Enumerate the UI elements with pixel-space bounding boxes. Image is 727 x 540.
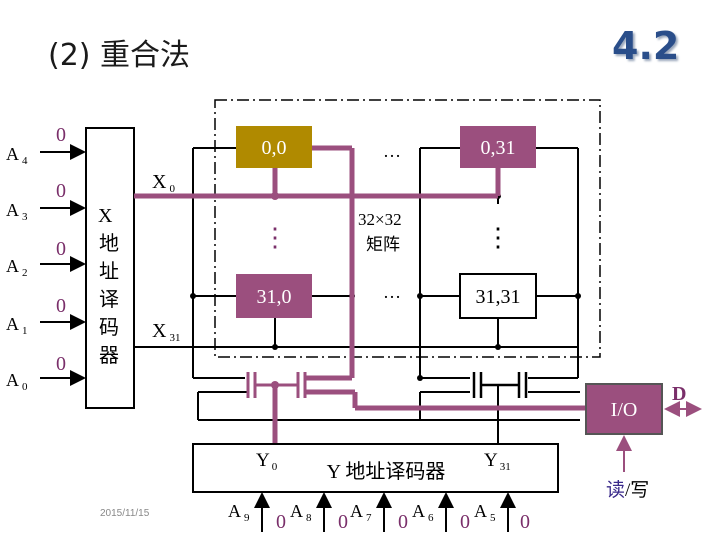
x-addr-value-a0: 0 bbox=[56, 353, 66, 375]
x-decoder-char-1: X bbox=[98, 205, 113, 227]
io-block bbox=[585, 383, 663, 435]
x-decoder-char-4: 译 bbox=[99, 288, 119, 311]
row-0-ellipsis: … bbox=[383, 141, 401, 161]
y-addr-value-a5: 0 bbox=[520, 511, 530, 533]
col-31-vdots: ⋮ bbox=[485, 223, 511, 252]
cell-0-0-label: 0,0 bbox=[262, 137, 287, 159]
row-31-ellipsis: … bbox=[383, 282, 401, 302]
section-badge: 4.2 bbox=[612, 24, 680, 68]
x-decoder-char-3: 址 bbox=[99, 260, 119, 283]
x-addr-value-a4: 0 bbox=[56, 124, 66, 146]
x-decoder-char-6: 器 bbox=[99, 345, 119, 367]
col-0-vdots: ⋮ bbox=[262, 223, 288, 252]
x-addr-value-a2: 0 bbox=[56, 238, 66, 260]
io-label: I/O bbox=[611, 399, 638, 421]
cell-0-31 bbox=[460, 126, 536, 168]
column-0-transistors bbox=[246, 372, 307, 398]
y-address-arrows bbox=[254, 492, 516, 532]
matrix-boundary bbox=[214, 99, 601, 358]
cell-0-0 bbox=[236, 126, 312, 168]
cell-31-31 bbox=[459, 273, 537, 319]
matrix-wiring bbox=[134, 147, 580, 444]
y-decoder-label: Y 地址译码器 bbox=[327, 460, 446, 483]
footer-date: 2015/11/15 bbox=[100, 508, 150, 519]
y-addr-value-a9: 0 bbox=[276, 511, 286, 533]
x-decoder-char-2: 地 bbox=[99, 232, 119, 255]
matrix-size-label: 32×32 bbox=[358, 210, 402, 229]
y-addr-value-a7: 0 bbox=[398, 511, 408, 533]
page-title: (2) 重合法 bbox=[48, 38, 191, 73]
cell-31-0-label: 31,0 bbox=[257, 286, 292, 308]
data-label: D bbox=[672, 383, 686, 405]
cell-31-31-label: 31,31 bbox=[476, 286, 521, 308]
column-31-transistors bbox=[472, 372, 528, 398]
y-addr-value-a8: 0 bbox=[338, 511, 348, 533]
rw-label: 读/写 bbox=[606, 479, 649, 501]
selected-path bbox=[134, 145, 586, 444]
y-decoder-box bbox=[192, 443, 559, 493]
x-decoder-box bbox=[85, 127, 135, 409]
cell-31-0 bbox=[236, 274, 312, 318]
y-addr-value-a6: 0 bbox=[460, 511, 470, 533]
x-addr-value-a3: 0 bbox=[56, 180, 66, 202]
x-addr-value-a1: 0 bbox=[56, 295, 66, 317]
cell-0-31-label: 0,31 bbox=[481, 137, 516, 159]
matrix-name-label: 矩阵 bbox=[366, 235, 400, 254]
x-address-arrows bbox=[40, 144, 86, 386]
x-decoder-char-5: 码 bbox=[99, 317, 119, 339]
